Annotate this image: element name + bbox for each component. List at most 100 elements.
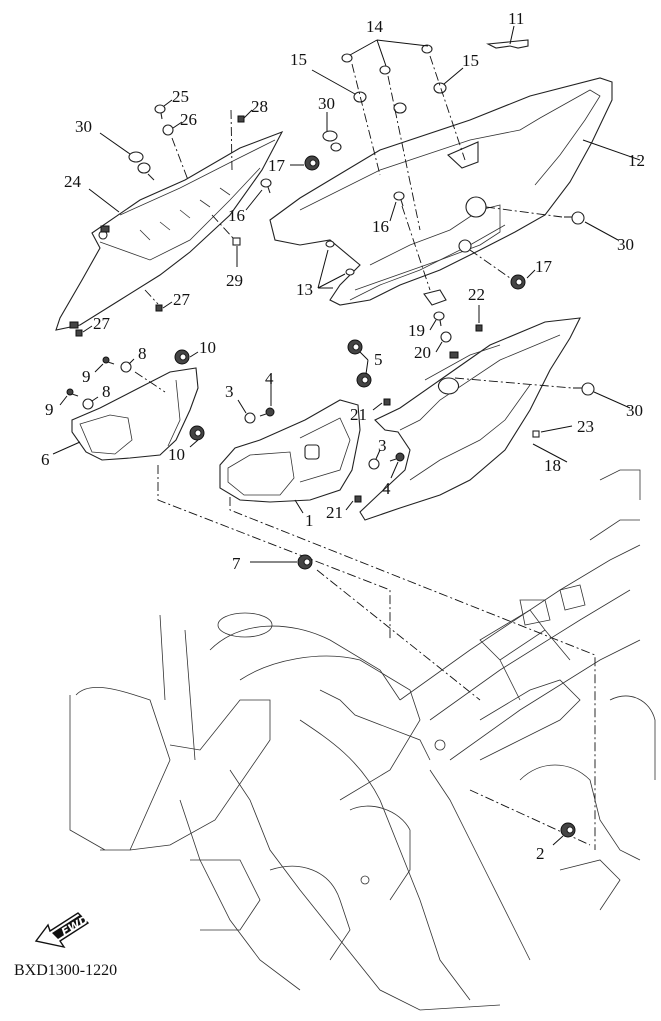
assembly-line <box>401 205 431 291</box>
part-9-screw-b <box>66 388 79 397</box>
part-22-clip <box>475 324 483 332</box>
callout-4: 4 <box>382 479 391 498</box>
callout-29: 29 <box>226 271 243 290</box>
callout-13: 13 <box>296 280 313 299</box>
leader-27b <box>82 325 93 333</box>
diagram-code: BXD1300-1220 <box>14 962 118 979</box>
leader-30c <box>584 221 619 241</box>
leader-23 <box>540 425 573 433</box>
assembly-line <box>454 377 573 389</box>
callout-20: 20 <box>414 343 431 362</box>
callout-8: 8 <box>138 344 147 363</box>
part-3-collar-b <box>368 458 380 470</box>
leader-9a <box>94 363 104 373</box>
assembly-line <box>229 497 596 850</box>
part-3-collar-a <box>244 412 256 424</box>
callout-2: 2 <box>536 844 545 863</box>
motorcycle-frame-engine <box>69 469 656 1011</box>
callout-1: 1 <box>305 511 314 530</box>
part-21-clip-b <box>354 495 362 503</box>
callout-12: 12 <box>628 151 645 170</box>
callout-30: 30 <box>318 94 335 113</box>
leader-5 <box>359 351 369 375</box>
part-8-collar-b <box>82 398 94 410</box>
callout-7: 7 <box>232 554 241 573</box>
callout-26: 26 <box>180 110 197 129</box>
callout-10: 10 <box>168 445 185 464</box>
part-9-screw-a <box>102 356 115 365</box>
callout-27: 27 <box>93 314 110 333</box>
part-30-bolt-a <box>128 151 155 181</box>
callout-9: 9 <box>82 367 91 386</box>
leader-17b <box>526 269 536 279</box>
leader-1 <box>294 499 304 514</box>
leader-24 <box>88 188 120 213</box>
leader-8b <box>91 396 99 402</box>
assembly-line <box>157 465 391 640</box>
callout-14: 14 <box>366 17 383 36</box>
part-1-panel <box>219 399 361 503</box>
leader-13 <box>317 249 346 289</box>
part-16-screw-a <box>260 178 272 194</box>
callout-23: 23 <box>577 417 594 436</box>
part-20-mount <box>449 351 459 359</box>
assembly-line <box>171 137 189 181</box>
callout-4: 4 <box>265 369 274 388</box>
leader-25 <box>163 99 173 107</box>
leader-28 <box>243 109 253 119</box>
part-27-clip-b <box>75 329 83 337</box>
callout-21: 21 <box>350 405 367 424</box>
callout-15: 15 <box>462 51 479 70</box>
callout-16: 16 <box>228 206 245 225</box>
leader-15b <box>443 67 464 85</box>
assembly-line <box>316 569 481 701</box>
assembly-line <box>230 109 233 171</box>
callout-8: 8 <box>102 382 111 401</box>
part-25-screw <box>154 104 166 120</box>
part-17-grommet-a <box>304 155 320 171</box>
leader-4b <box>390 461 399 479</box>
part-4-screw-a <box>259 407 275 417</box>
callout-15: 15 <box>290 50 307 69</box>
callout-17: 17 <box>535 257 552 276</box>
part-26-collar <box>162 124 174 136</box>
leader-26 <box>172 121 183 129</box>
leader-21b <box>345 500 354 511</box>
part-30-bolt-d <box>573 382 595 396</box>
leader-3a <box>237 399 247 414</box>
callout-30: 30 <box>617 235 634 254</box>
part-14-screws <box>341 44 433 75</box>
part-27-clip-a <box>155 304 163 312</box>
callout-19: 19 <box>408 321 425 340</box>
part-21-clip-a <box>383 398 391 406</box>
callout-3: 3 <box>378 436 387 455</box>
part-30-bolt-c <box>564 211 585 225</box>
part-7-grommet <box>297 554 313 570</box>
part-29-nut <box>232 237 241 246</box>
leader-6 <box>52 441 81 455</box>
callout-27: 27 <box>173 290 190 309</box>
assembly-line <box>211 214 234 239</box>
leader-21a <box>372 402 383 411</box>
leader-30d <box>593 391 631 409</box>
assembly-line <box>469 249 511 279</box>
callout-5: 5 <box>374 350 383 369</box>
part-20-collar <box>440 331 452 343</box>
part-23-nut <box>532 430 540 438</box>
part-2-grommet <box>560 822 576 838</box>
part-8-collar-a <box>120 361 132 373</box>
leader-16b <box>389 201 397 222</box>
part-5-grommets <box>347 339 372 388</box>
callout-9: 9 <box>45 400 54 419</box>
part-28-clip <box>237 115 245 123</box>
leader-14 <box>349 39 429 67</box>
part-16-screw-b <box>393 191 405 207</box>
callout-21: 21 <box>326 503 343 522</box>
callout-6: 6 <box>41 450 50 469</box>
leader-11 <box>509 25 515 45</box>
leader-2 <box>552 835 564 846</box>
assembly-lines <box>351 55 466 231</box>
callout-25: 25 <box>172 87 189 106</box>
callout-3: 3 <box>225 382 234 401</box>
